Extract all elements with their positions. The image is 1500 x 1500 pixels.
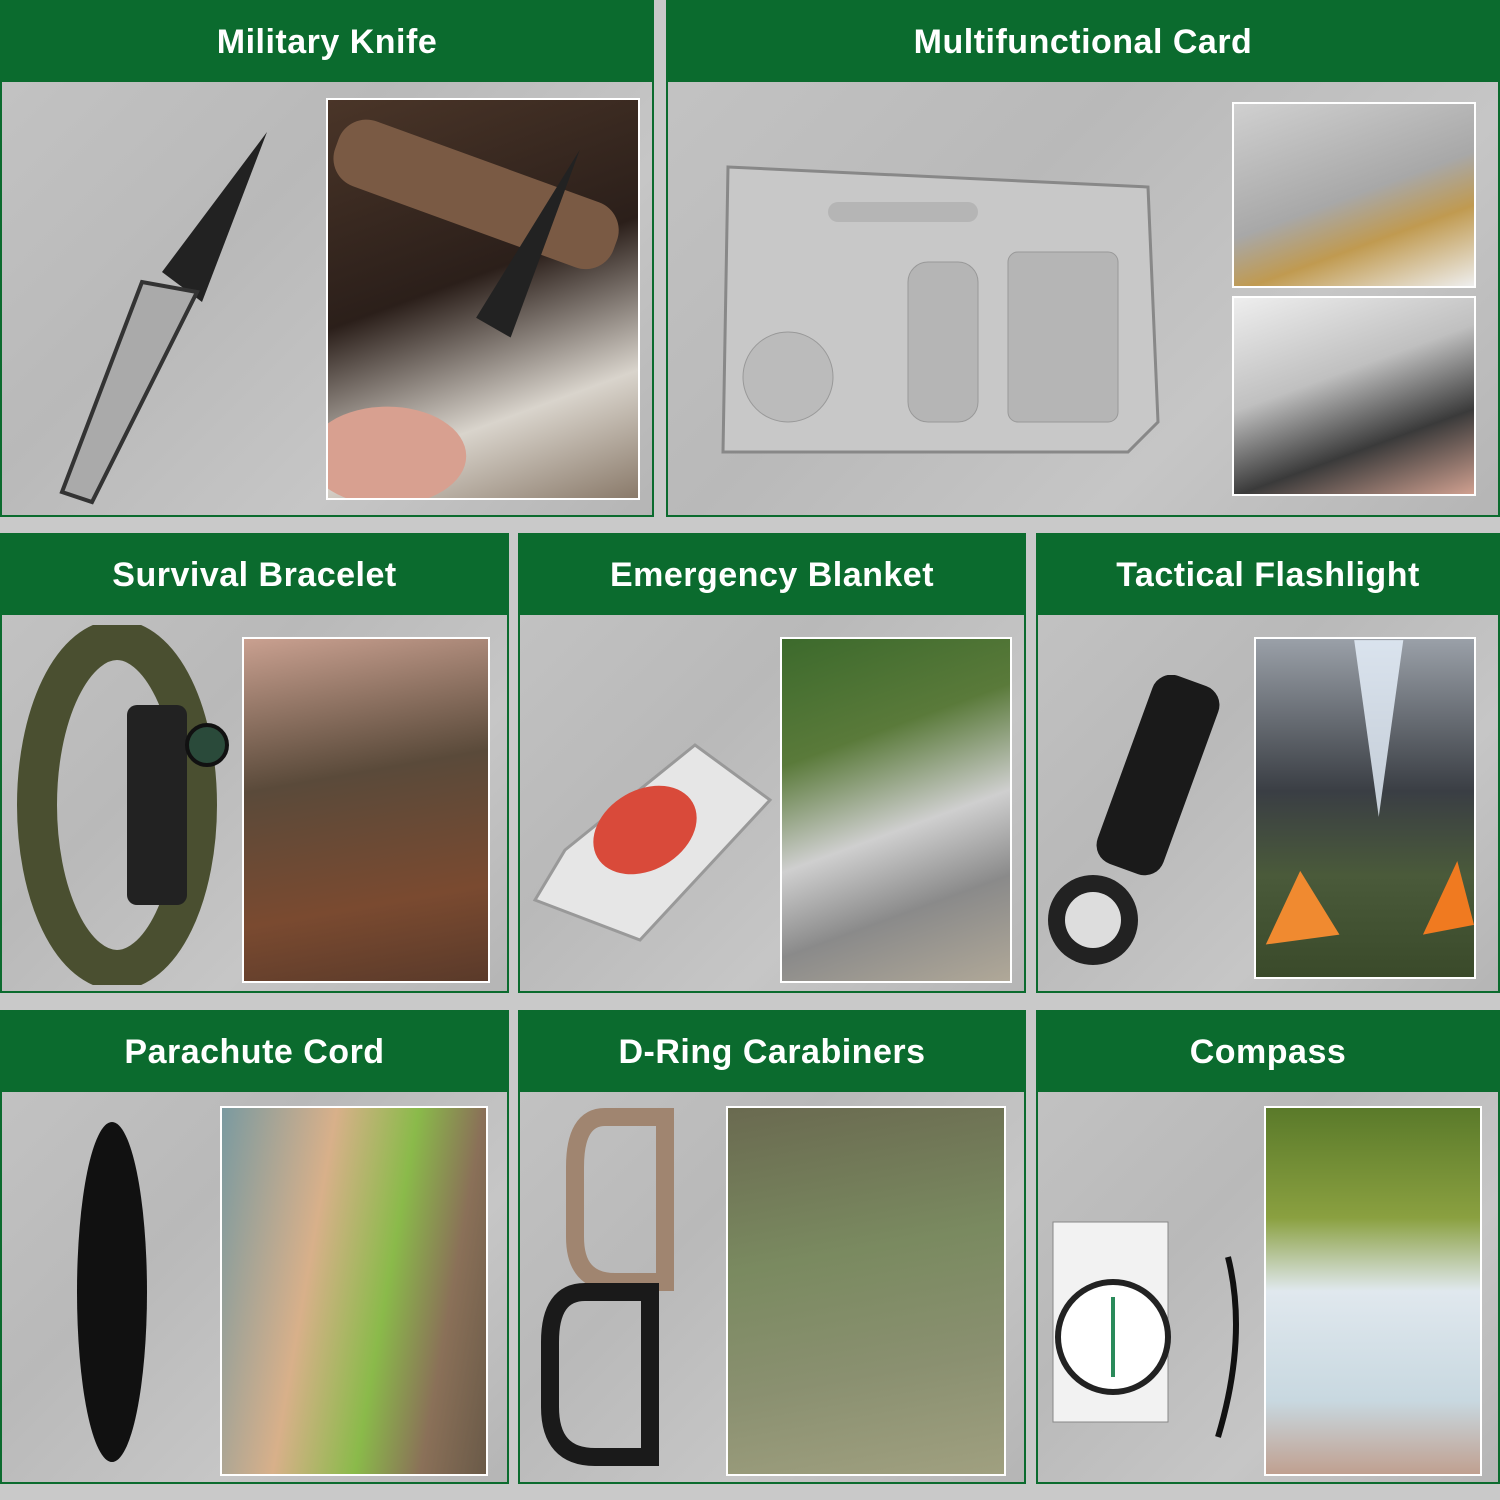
flashlight-product-image (1043, 675, 1253, 975)
paracord-product-image (62, 1112, 172, 1472)
panel-title: D-Ring Carabiners (520, 1012, 1024, 1092)
panel-title: Parachute Cord (2, 1012, 507, 1092)
blanket-package-image (525, 740, 775, 945)
compass-usage-photo (1264, 1106, 1482, 1476)
panel-emergency-blanket: Emergency Blanket (518, 533, 1026, 993)
compass-product-image (1048, 1217, 1263, 1457)
card-usage-photo-1 (1232, 102, 1476, 288)
bracelet-usage-photo (242, 637, 490, 983)
panel-title: Tactical Flashlight (1038, 535, 1498, 615)
knife-usage-photo (326, 98, 640, 500)
panel-title: Survival Bracelet (2, 535, 507, 615)
panel-military-knife: Military Knife (0, 0, 654, 517)
panel-survival-bracelet: Survival Bracelet (0, 533, 509, 993)
panel-d-ring-carabiners: D-Ring Carabiners (518, 1010, 1026, 1484)
carabiners-product-image (535, 1107, 705, 1467)
panel-title: Multifunctional Card (668, 2, 1498, 82)
card-product-image (718, 162, 1168, 457)
paracord-usage-photo (220, 1106, 488, 1476)
panel-parachute-cord: Parachute Cord (0, 1010, 509, 1484)
panel-title: Military Knife (2, 2, 652, 82)
carabiners-usage-photo (726, 1106, 1006, 1476)
card-usage-photo-2 (1232, 296, 1476, 496)
panel-compass: Compass (1036, 1010, 1500, 1484)
panel-title: Emergency Blanket (520, 535, 1024, 615)
panel-multifunctional-card: Multifunctional Card (666, 0, 1500, 517)
panel-tactical-flashlight: Tactical Flashlight (1036, 533, 1500, 993)
flashlight-usage-photo (1254, 637, 1476, 979)
blanket-usage-photo (780, 637, 1012, 983)
panel-title: Compass (1038, 1012, 1498, 1092)
bracelet-product-image (17, 625, 232, 985)
knife-product-image (22, 112, 302, 512)
